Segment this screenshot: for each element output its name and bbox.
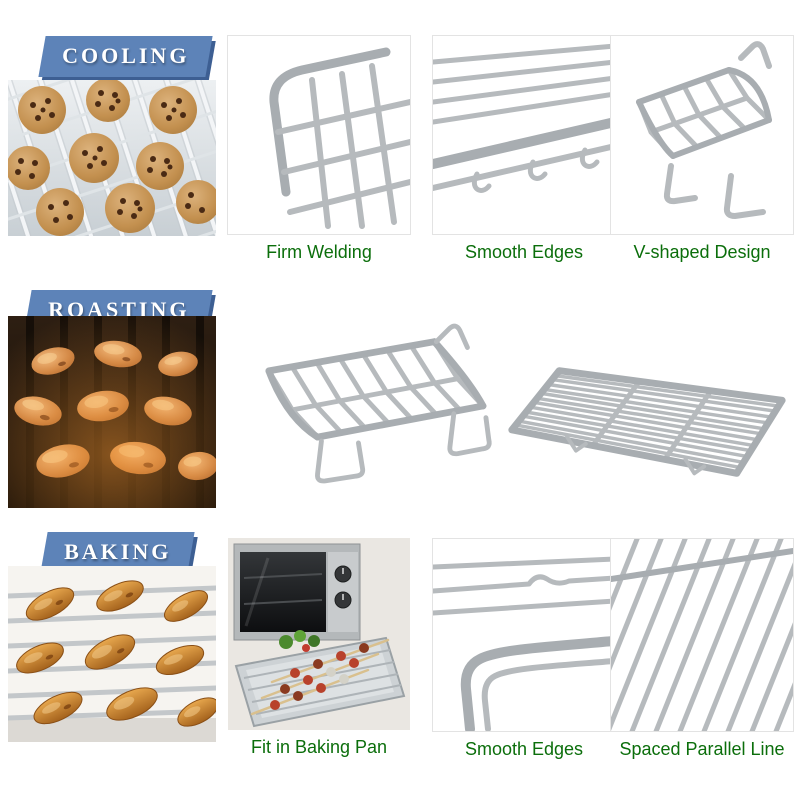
- feature-fit-in-baking-pan: Fit in Baking Pan: [227, 538, 411, 758]
- panel-smooth-edges-closeup: [432, 35, 616, 235]
- feature-label-firm-welding: Firm Welding: [266, 242, 372, 262]
- feature-label-smooth-edges-bottom: Smooth Edges: [464, 739, 584, 759]
- panel-oven-baking-pan-photo: [228, 538, 410, 730]
- feature-spaced-parallel-line: Spaced Parallel Line: [610, 538, 794, 760]
- illustration-v-shaped-roasting-rack: [228, 318, 520, 490]
- photo-baked-chicken-wings-on-rack: [8, 566, 216, 742]
- illustration-flat-cooling-rack: [498, 342, 794, 502]
- banner-cooling: COOLING: [38, 36, 213, 77]
- photo-roasted-chicken-wings: [8, 316, 216, 508]
- panel-v-shaped-closeup: [610, 35, 794, 235]
- banner-cooling-label: COOLING: [62, 43, 190, 68]
- panel-firm-welding-closeup: [227, 35, 411, 235]
- feature-v-shaped-design: V-shaped Design: [610, 35, 794, 263]
- feature-label-fit-in-baking-pan: Fit in Baking Pan: [250, 737, 388, 757]
- feature-label-spaced-parallel-line: Spaced Parallel Line: [619, 739, 785, 759]
- photo-cookies-on-cooling-rack: [8, 80, 216, 236]
- panel-smooth-edges-corner-closeup: [432, 538, 616, 732]
- banner-baking-label: BAKING: [64, 539, 172, 564]
- feature-smooth-edges-bottom: Smooth Edges: [432, 538, 616, 760]
- feature-firm-welding: Firm Welding: [227, 35, 411, 263]
- panel-spaced-parallel-lines-closeup: [610, 538, 794, 732]
- feature-label-smooth-edges-top: Smooth Edges: [464, 242, 584, 262]
- feature-smooth-edges-top: Smooth Edges: [432, 35, 616, 263]
- feature-label-v-shaped-design: V-shaped Design: [633, 242, 771, 262]
